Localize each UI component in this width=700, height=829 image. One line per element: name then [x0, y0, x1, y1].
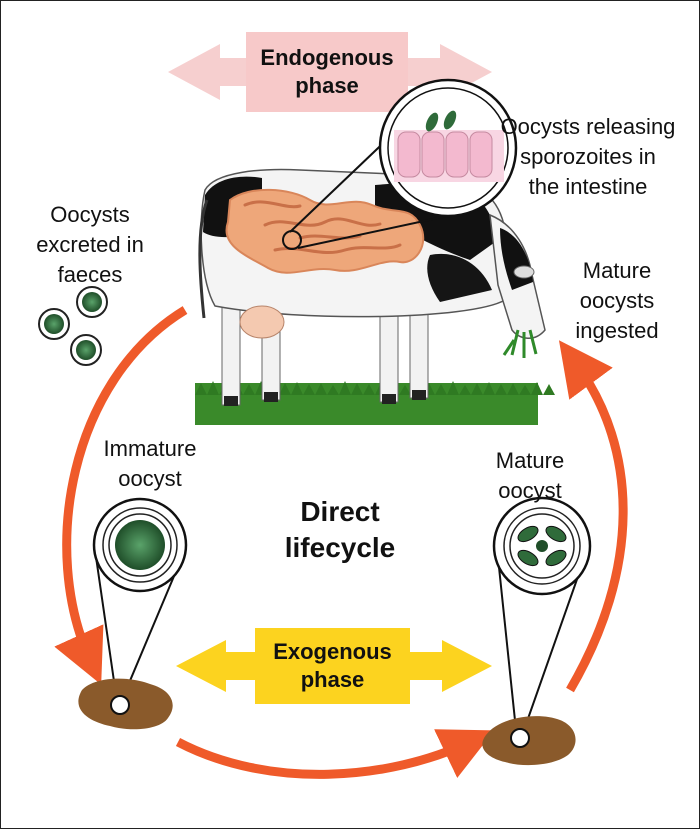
ingested-line-2: oocysts [579, 288, 655, 313]
direct-line-2: lifecycle [284, 532, 396, 563]
cow-icon [195, 78, 555, 425]
oocysts-excreted-label: Oocysts excreted in faeces [20, 200, 160, 290]
releasing-line-2: sporozoites in [520, 144, 656, 169]
mature-oocyst-label: Mature oocyst [470, 446, 590, 506]
oocyst-immature-icon [92, 497, 188, 593]
immature-oocyst-label: Immature oocyst [80, 434, 220, 494]
endogenous-phase-label: Endogenous phase [246, 44, 408, 100]
immature-line-1: Immature [103, 436, 197, 461]
oocysts-releasing-label: Oocysts releasing sporozoites in the int… [478, 112, 698, 202]
mature-oocysts-ingested-label: Mature oocysts ingested [552, 256, 682, 346]
faeces-icon-right [482, 716, 576, 766]
releasing-line-3: the intestine [528, 174, 648, 199]
exogenous-line-1: Exogenous [273, 639, 392, 664]
exogenous-phase-label: Exogenous phase [255, 638, 410, 694]
endogenous-phase-arrow [168, 32, 492, 112]
faeces-icon-left [78, 678, 173, 730]
mature-line-2: oocyst [498, 478, 562, 503]
excreted-line-3: faeces [57, 262, 123, 287]
immature-line-2: oocyst [118, 466, 182, 491]
exogenous-phase-arrow [176, 628, 492, 704]
excreted-line-2: excreted in [36, 232, 144, 257]
arc-arrow-right [558, 340, 628, 693]
direct-line-1: Direct [300, 496, 380, 527]
ingested-line-3: ingested [575, 318, 659, 343]
ingested-line-1: Mature [582, 258, 652, 283]
arc-arrow-bottom [175, 729, 495, 779]
excreted-line-1: Oocysts [50, 202, 130, 227]
intestine-icon [225, 188, 425, 274]
endogenous-line-2: phase [295, 73, 359, 98]
arc-arrow-left [54, 306, 188, 685]
oocyst-mature-icon [492, 496, 592, 596]
exogenous-line-2: phase [300, 667, 365, 692]
mature-line-1: Mature [495, 448, 565, 473]
endogenous-line-1: Endogenous [260, 45, 394, 70]
magnifier-icon [378, 78, 518, 218]
direct-lifecycle-label: Direct lifecycle [240, 494, 440, 566]
releasing-line-1: Oocysts releasing [500, 114, 676, 139]
excreted-oocysts-icon [38, 286, 108, 366]
